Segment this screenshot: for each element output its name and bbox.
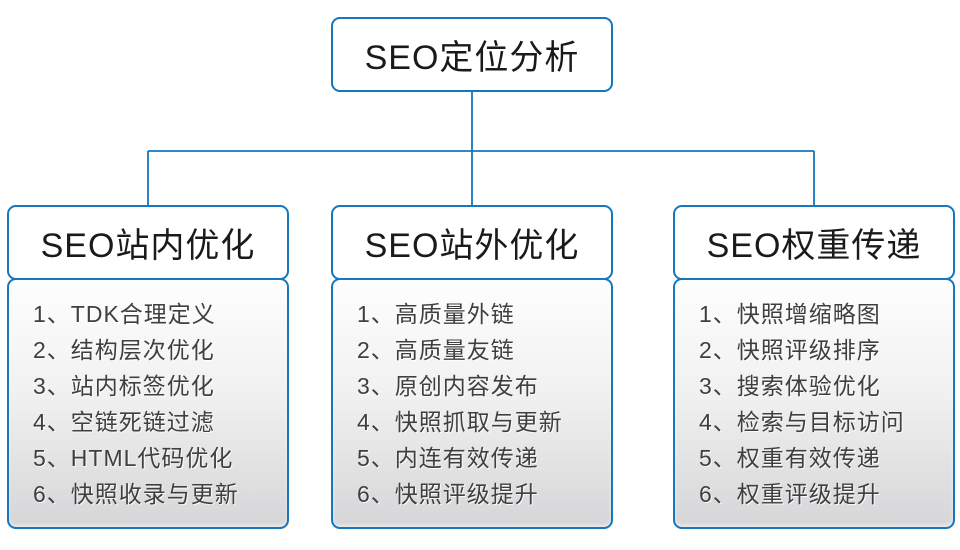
list-item: 6、快照评级提升	[357, 481, 539, 507]
column-onsite-seo: SEO站内优化 1、TDK合理定义 2、结构层次优化 3、站内标签优化 4、空链死链过…	[7, 205, 289, 529]
list-item: 2、高质量友链	[357, 337, 515, 363]
column-title: SEO站外优化	[364, 227, 580, 265]
list-item: 1、快照增缩略图	[699, 301, 881, 327]
root-node: SEO定位分析	[331, 17, 613, 92]
list-item: 2、结构层次优化	[33, 337, 215, 363]
column-weight-transfer: SEO权重传递 1、快照增缩略图 2、快照评级排序 3、搜索体验优化 4、检索与目标访…	[673, 205, 955, 529]
list-item: 4、检索与目标访问	[699, 409, 905, 435]
list-item: 4、快照抓取与更新	[357, 409, 563, 435]
column-title: SEO站内优化	[40, 227, 256, 265]
column-offsite-seo: SEO站外优化 1、高质量外链 2、高质量友链 3、原创内容发布 4、快照抓取与更新 5…	[331, 205, 613, 529]
list-item: 5、内连有效传递	[357, 445, 539, 471]
column-onsite-list: 1、TDK合理定义 2、结构层次优化 3、站内标签优化 4、空链死链过滤 5、HTML代…	[7, 278, 289, 529]
column-offsite-header: SEO站外优化	[331, 205, 613, 280]
column-weight-list: 1、快照增缩略图 2、快照评级排序 3、搜索体验优化 4、检索与目标访问 5、权重有效传…	[673, 278, 955, 529]
list-item: 5、HTML代码优化	[33, 445, 234, 471]
root-title: SEO定位分析	[364, 39, 580, 77]
list-item: 3、原创内容发布	[357, 373, 539, 399]
column-offsite-list: 1、高质量外链 2、高质量友链 3、原创内容发布 4、快照抓取与更新 5、内连有效传递 6…	[331, 278, 613, 529]
list-item: 4、空链死链过滤	[33, 409, 215, 435]
list-item: 2、快照评级排序	[699, 337, 881, 363]
list-item: 5、权重有效传递	[699, 445, 881, 471]
list-item: 1、TDK合理定义	[33, 301, 216, 327]
list-item: 6、权重评级提升	[699, 481, 881, 507]
column-onsite-header: SEO站内优化	[7, 205, 289, 280]
list-item: 3、站内标签优化	[33, 373, 215, 399]
column-weight-header: SEO权重传递	[673, 205, 955, 280]
list-item: 1、高质量外链	[357, 301, 515, 327]
column-title: SEO权重传递	[706, 227, 922, 265]
list-item: 3、搜索体验优化	[699, 373, 881, 399]
list-item: 6、快照收录与更新	[33, 481, 239, 507]
connector-path	[147, 92, 815, 208]
